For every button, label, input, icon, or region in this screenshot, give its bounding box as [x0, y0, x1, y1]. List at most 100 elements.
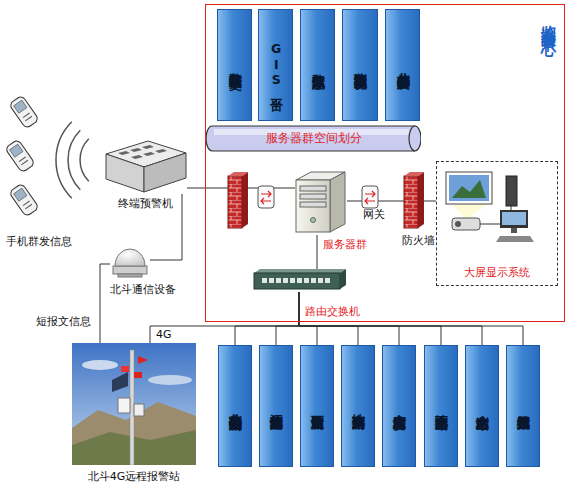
node-label: 深部位移监测站: [270, 404, 283, 408]
beidou-dome-part: [118, 274, 142, 277]
router-switch-part-part: [304, 278, 309, 283]
node-label: 服务器群: [323, 237, 367, 252]
gateway-icon-part: [261, 191, 271, 204]
router-switch-part-part: [262, 278, 267, 283]
display-equipment-part: [480, 206, 511, 224]
display-equipment-part: [450, 202, 490, 220]
connector: [299, 292, 399, 345]
node-label: 地下水监测站: [435, 405, 448, 408]
device-icon: 服务器群: [295, 171, 347, 235]
router-switch-part-part: [297, 278, 302, 283]
display-equipment-part: [502, 212, 526, 225]
server-icon-part: [311, 218, 316, 223]
node-label: 监测预警系统软件: [354, 63, 367, 67]
firewall-icon-part: [228, 172, 248, 176]
terminal-device-part: [118, 145, 167, 159]
node-label: 路由交换机: [305, 304, 360, 319]
terminal-device-part-part: [142, 145, 154, 149]
gateway-icon: [258, 186, 274, 208]
display-group: 大屏显示系统: [436, 161, 558, 286]
server-icon-part: [300, 194, 326, 199]
alarm-station-photo-part: [121, 366, 129, 372]
annotation: 防火墙: [402, 233, 435, 248]
server-icon-part: [296, 180, 330, 232]
signal-waves-part: [56, 122, 72, 198]
connector: [150, 292, 299, 343]
router-switch-part: [254, 273, 340, 289]
alarm-station-photo-part: [130, 350, 134, 465]
router-switch-part-part: [290, 278, 295, 283]
display-equipment-part: [446, 172, 492, 204]
firewall-icon-part: [404, 172, 424, 176]
router-switch-part-part: [269, 278, 274, 283]
node-label: 雨量监测站: [311, 405, 324, 408]
display-equipment-part: [511, 228, 517, 233]
terminal-device: [106, 141, 186, 192]
alarm-station-photo-part: [148, 375, 192, 385]
firewall-icon-part: [228, 176, 242, 228]
node-label: 视频监控站: [517, 405, 530, 408]
module-box: 数据库系统: [300, 9, 335, 121]
router-switch-part: [262, 278, 330, 283]
alarm-station-photo-part: [112, 372, 128, 392]
terminal-device-part-part: [118, 151, 130, 155]
mobile-phones-part-part: [10, 144, 23, 157]
connector: [235, 292, 299, 345]
alarm-station-photo-part: [134, 404, 144, 416]
connector: [276, 292, 299, 345]
display-equipment-part: [500, 210, 528, 228]
server-icon-part: [300, 186, 326, 191]
node-label: 数据共享与交换: [228, 63, 241, 67]
terminal-device-part-part: [155, 149, 167, 153]
node-label: 北斗高精度解算: [396, 63, 409, 67]
edge-label: 短报文信息: [36, 314, 91, 329]
cylinder-end: [409, 126, 415, 151]
node-label: 终端预警机: [83, 196, 207, 211]
node-label: 北斗4G远程报警站: [52, 469, 216, 484]
beidou-dome-part: [115, 249, 145, 266]
display-equipment-part: [506, 176, 517, 206]
signal-waves-part: [80, 139, 89, 181]
mobile-phones-part-part: [9, 183, 39, 217]
node-label: 北斗表面位移监测站: [229, 404, 242, 409]
module-box: 监测预警系统软件: [342, 9, 378, 121]
alarm-station-photo-part: [118, 398, 130, 413]
router-switch-part-part: [318, 278, 323, 283]
node-label: 大屏显示系统: [437, 265, 557, 280]
mobile-phones-part-part: [23, 201, 32, 209]
alarm-station-photo-part: [82, 360, 118, 370]
station-box: 深部位移监测站: [259, 345, 293, 467]
router-switch-part-part: [311, 278, 316, 283]
mobile-phones-part-part: [14, 188, 27, 201]
mobile-phones-part-part: [5, 139, 35, 173]
connector: [299, 292, 482, 345]
node-label: 数据库系统: [311, 64, 324, 67]
mobile-phones-part-part: [9, 95, 39, 129]
beidou-dome-part: [113, 266, 147, 274]
router-switch-part-part: [325, 278, 330, 283]
alarm-station-photo: [72, 343, 196, 465]
firewall-icon: [404, 172, 424, 228]
station-box: 北斗表面位移监测站: [218, 345, 252, 467]
signal-waves: [56, 122, 89, 198]
connector: [299, 292, 317, 345]
center-frame: 监测预警中心数据共享与交换GIS平台数据库系统监测预警系统软件北斗高精度解算服务…: [205, 4, 565, 322]
router-switch: [254, 269, 346, 289]
gateway-icon-part: [362, 186, 378, 208]
terminal-device-part-part: [130, 148, 142, 152]
server-icon-part: [300, 202, 326, 207]
firewall-icon-part: [418, 172, 424, 228]
terminal-device-part-part: [131, 155, 143, 159]
alarm-station-photo-part: [134, 372, 142, 378]
annotation: 手机群发信息: [6, 234, 72, 249]
module-box: GIS平台: [258, 9, 293, 121]
mobile-phones-part-part: [19, 157, 28, 165]
connector: [100, 264, 110, 343]
mobile-phones-part: [5, 139, 35, 173]
server-icon-part: [330, 172, 345, 232]
connector: [299, 292, 441, 345]
alarm-station-photo-part: [138, 356, 148, 364]
router-switch-part-part: [283, 278, 288, 283]
beidou-dome: [113, 249, 147, 277]
